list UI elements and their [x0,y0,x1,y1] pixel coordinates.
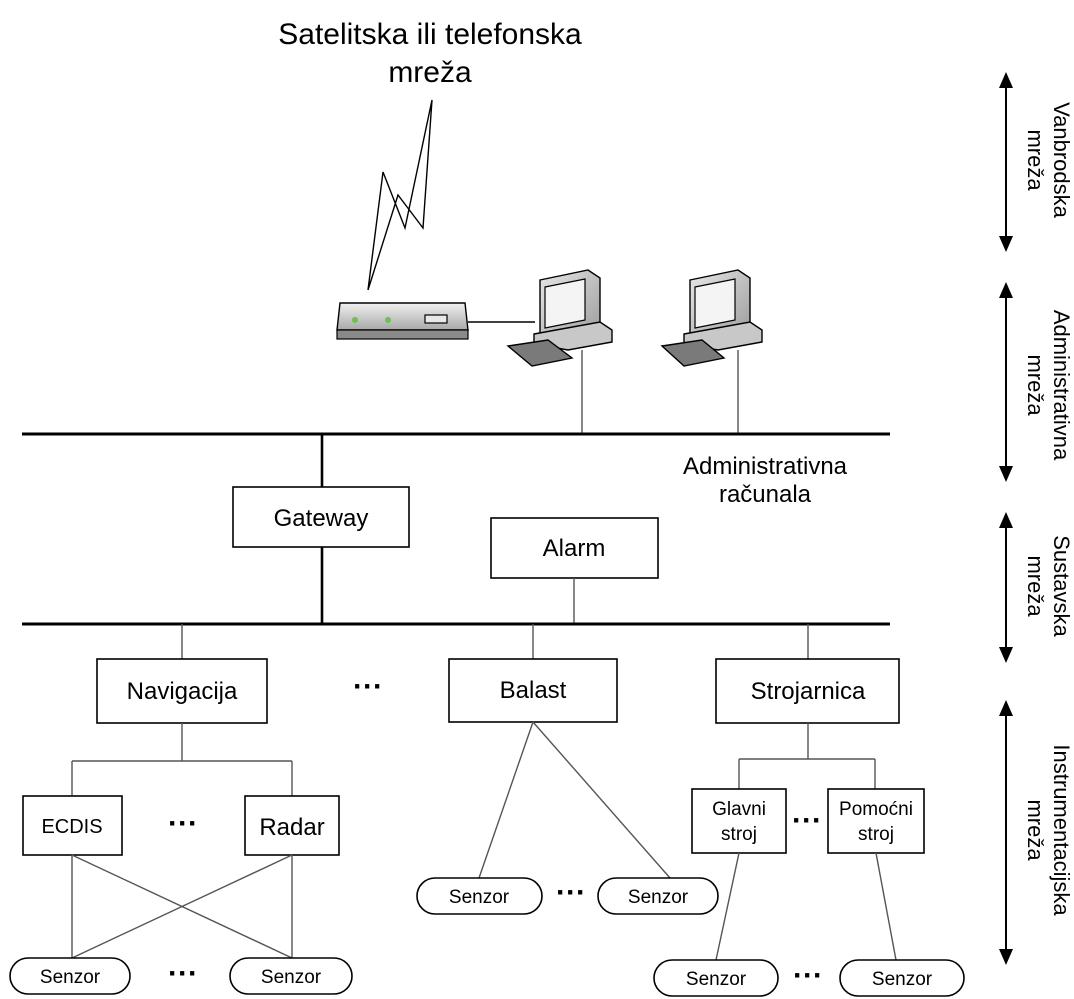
sensor-ellipsis: ··· [793,959,823,992]
layer-label-administrativna-line2: mreža [1023,354,1048,416]
alarm-label: Alarm [543,535,606,562]
layer-label-instrumentacijska-line2: mreža [1023,799,1048,861]
layer-arrow-instrumentacijska [999,700,1013,965]
network-title-line1: Satelitska ili telefonska [278,18,582,51]
pomocni-stroj-box [827,788,925,854]
sensor-label: Senzor [40,967,101,988]
sensor-label: Senzor [449,887,510,908]
computers-label-line1: Administrativna [683,453,848,480]
wireless-link-icon [367,99,433,291]
layer-label-sustavska-line1: Sustavska [1049,535,1074,637]
glavni-stroj-label-line1: Glavni [712,799,766,820]
modem-icon [336,302,469,340]
navigacija-label: Navigacija [127,678,238,705]
gateway-label: Gateway [274,505,369,532]
pomocni-stroj-label-line1: Pomoćni [839,799,913,820]
pomocni-stroj-label-line2: stroj [858,824,894,845]
sensor-pill [229,957,353,995]
systems-ellipsis: ··· [353,670,383,703]
glavni-stroj-box [691,788,787,854]
layer-label-vanbrodska-line1: Vanbrodska [1049,102,1074,219]
navigation-ellipsis: ··· [168,807,198,840]
strojarnica-label: Strojarnica [751,678,866,705]
computer-icon [506,269,613,367]
navigacija-box [96,658,268,724]
strojarnica-box [715,658,900,724]
layer-arrow-vanbrodska [999,72,1013,252]
sensor-label: Senzor [261,967,322,988]
glavni-stroj-label-line2: stroj [721,824,757,845]
balast-label: Balast [500,677,567,704]
layer-label-administrativna-line1: Administrativna [1049,310,1074,461]
layer-label-instrumentacijska-line1: Instrumentacijska [1049,744,1074,916]
sensor-ellipsis: ··· [556,876,586,909]
ecdis-box [22,795,123,856]
sensor-pill [653,959,779,997]
layer-arrow-sustavska [999,512,1013,663]
sensor-label: Senzor [686,969,747,990]
sensor-pill [597,877,719,915]
sensor-label: Senzor [872,969,933,990]
engine-ellipsis: ··· [792,804,822,837]
radar-label: Radar [259,814,324,841]
sensor-ellipsis: ··· [168,957,198,990]
balast-box [448,658,618,723]
layer-arrow-administrativna [999,282,1013,482]
layer-label-sustavska-line2: mreža [1023,555,1048,617]
computers-label-line2: računala [719,481,812,508]
sensor-pill [839,959,965,997]
gateway-box [232,486,410,548]
alarm-box [490,517,659,579]
sensor-pill [9,957,131,995]
computer-icon [660,269,763,367]
network-title-line2: mreža [388,56,472,89]
sensor-pill [416,877,543,915]
sensor-label: Senzor [628,887,689,908]
layer-label-vanbrodska-line2: mreža [1023,129,1048,191]
ecdis-label: ECDIS [41,816,102,838]
